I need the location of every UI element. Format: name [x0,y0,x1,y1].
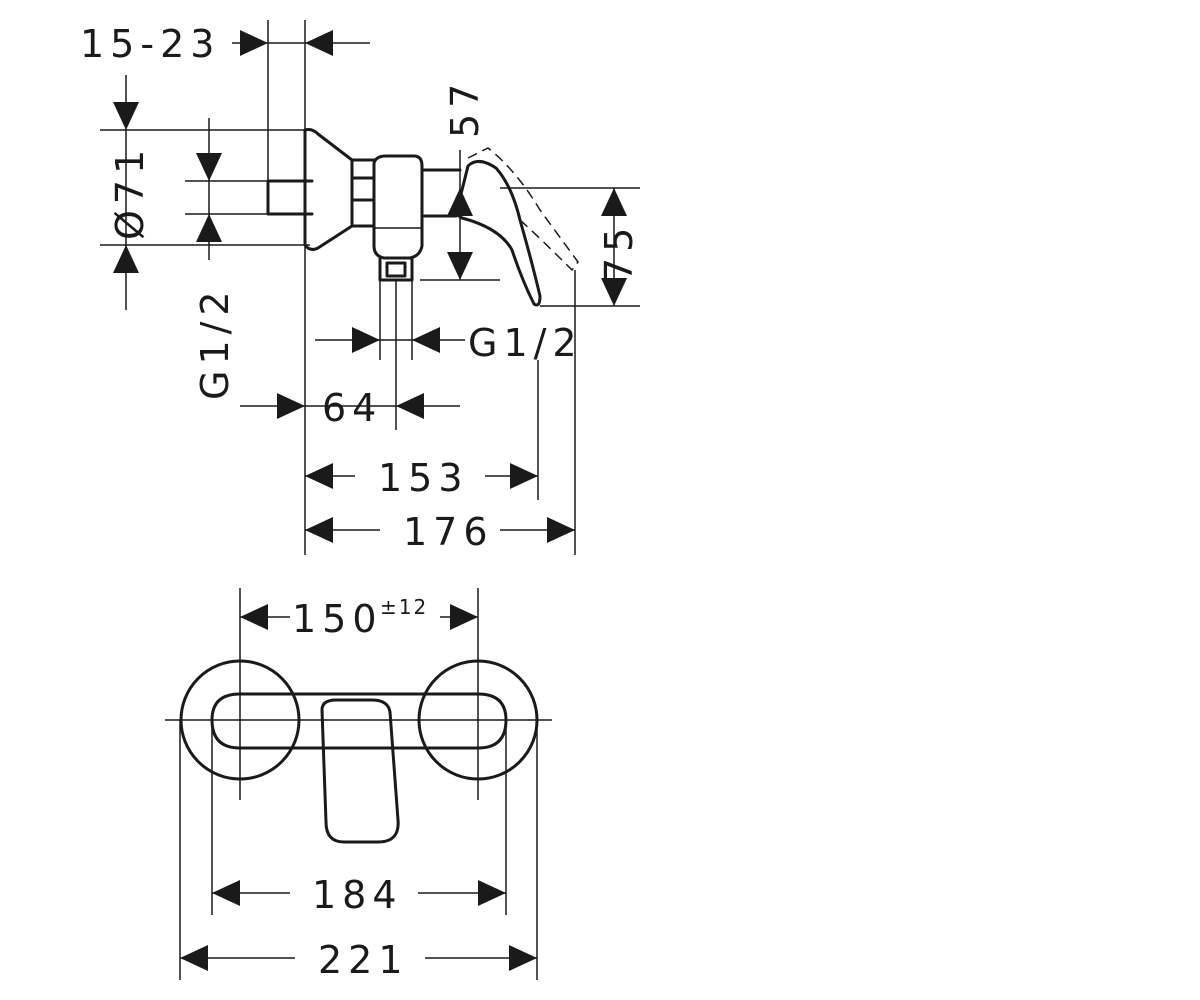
dim-150: 150 [292,597,383,641]
dim-g12-left: G1/2 [193,285,237,400]
dim-150-tolerance: ±12 [380,595,428,619]
dim-64: 64 [322,386,382,430]
front-view: 150 ±12 184 221 [165,588,552,982]
lever-open-outline [467,147,579,272]
lever-front [320,698,400,844]
dim-57: 57 [443,78,487,138]
mixer-body [372,154,424,260]
mixer-housing [210,692,508,750]
dim-176: 176 [403,510,494,554]
dim-15-23: 15-23 [80,22,220,66]
lever-handle [454,160,542,307]
dim-221: 221 [318,938,409,982]
dim-71: Ø71 [108,144,152,240]
side-view: 15-23 Ø71 G1/2 57 75 G1/2 64 [80,20,641,555]
dim-g12-right: G1/2 [468,321,583,365]
right-rosette [417,659,539,781]
left-rosette [179,659,301,781]
dim-75: 75 [597,222,641,282]
wall-rosette [303,128,354,251]
dim-184: 184 [312,873,403,917]
dim-153: 153 [378,456,469,500]
